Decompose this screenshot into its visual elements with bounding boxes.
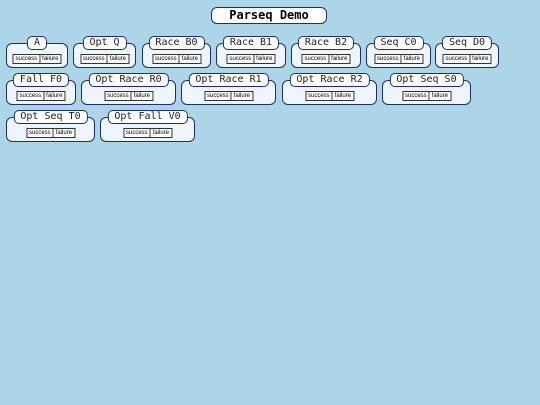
card-label: Race B0 bbox=[148, 36, 205, 50]
page-title: Parseq Demo bbox=[211, 7, 327, 24]
failure-button[interactable]: failure bbox=[329, 54, 351, 64]
failure-button[interactable]: failure bbox=[332, 91, 355, 101]
success-button[interactable]: success bbox=[203, 91, 232, 101]
success-button[interactable]: success bbox=[103, 91, 132, 101]
card-seq-c0: Seq C0 success failure bbox=[366, 36, 431, 68]
card-race-b2: Race B2 success failure bbox=[291, 36, 361, 68]
card-race-b0: Race B0 success failure bbox=[142, 36, 211, 68]
failure-button[interactable]: failure bbox=[401, 54, 424, 64]
success-button[interactable]: success bbox=[442, 54, 471, 64]
card-opt-q: Opt Q success failure bbox=[73, 36, 136, 68]
success-button[interactable]: success bbox=[122, 128, 151, 138]
card-label: Race B2 bbox=[297, 36, 355, 50]
card-label: Opt Seq T0 bbox=[13, 110, 88, 124]
failure-button[interactable]: failure bbox=[429, 91, 452, 101]
card-a: A success failure bbox=[6, 36, 68, 68]
success-button[interactable]: success bbox=[301, 54, 330, 64]
card-label: Seq C0 bbox=[373, 36, 424, 50]
failure-button[interactable]: failure bbox=[131, 91, 154, 101]
success-button[interactable]: success bbox=[25, 128, 54, 138]
success-button[interactable]: success bbox=[151, 54, 180, 64]
card-opt-fall-v0: Opt Fall V0 success failure bbox=[100, 110, 195, 142]
card-seq-d0: Seq D0 success failure bbox=[435, 36, 499, 68]
success-button[interactable]: success bbox=[16, 91, 45, 101]
card-label: Opt Q bbox=[82, 36, 127, 50]
success-button[interactable]: success bbox=[373, 54, 402, 64]
success-button[interactable]: success bbox=[12, 54, 41, 64]
failure-button[interactable]: failure bbox=[107, 54, 130, 64]
success-button[interactable]: success bbox=[401, 91, 430, 101]
card-opt-race-r1: Opt Race R1 success failure bbox=[181, 73, 276, 105]
failure-button[interactable]: failure bbox=[470, 54, 492, 64]
card-opt-seq-s0: Opt Seq S0 success failure bbox=[382, 73, 471, 105]
card-label: A bbox=[26, 36, 48, 50]
success-button[interactable]: success bbox=[226, 54, 255, 64]
failure-button[interactable]: failure bbox=[231, 91, 254, 101]
failure-button[interactable]: failure bbox=[254, 54, 276, 64]
failure-button[interactable]: failure bbox=[44, 91, 66, 101]
success-button[interactable]: success bbox=[304, 91, 333, 101]
failure-button[interactable]: failure bbox=[53, 128, 76, 138]
card-label: Fall F0 bbox=[12, 73, 70, 87]
card-label: Seq D0 bbox=[441, 36, 493, 50]
card-opt-seq-t0: Opt Seq T0 success failure bbox=[6, 110, 95, 142]
card-label: Opt Seq S0 bbox=[389, 73, 464, 87]
card-label: Opt Fall V0 bbox=[107, 110, 188, 124]
card-fall-f0: Fall F0 success failure bbox=[6, 73, 76, 105]
card-label: Race B1 bbox=[222, 36, 280, 50]
failure-button[interactable]: failure bbox=[40, 54, 62, 64]
failure-button[interactable]: failure bbox=[150, 128, 173, 138]
failure-button[interactable]: failure bbox=[179, 54, 202, 64]
card-label: Opt Race R0 bbox=[88, 73, 169, 87]
card-opt-race-r2: Opt Race R2 success failure bbox=[282, 73, 377, 105]
card-opt-race-r0: Opt Race R0 success failure bbox=[81, 73, 176, 105]
card-label: Opt Race R1 bbox=[188, 73, 269, 87]
card-label: Opt Race R2 bbox=[289, 73, 370, 87]
card-race-b1: Race B1 success failure bbox=[216, 36, 286, 68]
success-button[interactable]: success bbox=[79, 54, 108, 64]
